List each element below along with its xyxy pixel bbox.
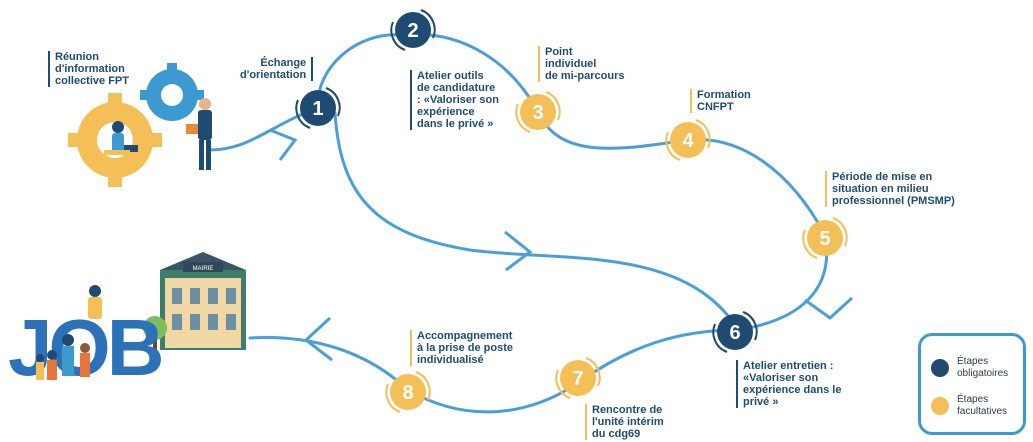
gears-illustration	[68, 63, 212, 187]
step-5-label: Période de mise en situation en milieu p…	[825, 171, 955, 207]
step-7-badge: 7	[555, 357, 601, 399]
step-1-badge: 1	[295, 87, 341, 129]
step-4-number: 4	[682, 130, 694, 152]
legend-obligatoires-swatch	[931, 359, 949, 377]
step-8-badge: 8	[385, 371, 431, 413]
journey-branch-path	[333, 111, 737, 326]
step-1-label: Échange d'orientation	[240, 57, 314, 81]
legend-facultatives-swatch	[931, 397, 949, 415]
step-4-label: Formation CNFPT	[690, 89, 751, 113]
arrow-icon	[504, 230, 533, 272]
job-illustration: MAIRIE JOB	[8, 252, 246, 392]
step-2-label: Atelier outils de candidature : «Valoris…	[410, 70, 499, 130]
arrow-icon	[804, 296, 854, 320]
step-3-number: 3	[532, 102, 543, 124]
arrow-icon	[269, 128, 298, 161]
step-7-number: 7	[572, 368, 583, 390]
step-3-badge: 3	[515, 91, 561, 133]
step-2-number: 2	[407, 20, 418, 42]
step-8-label: Accompagnement à la prise de poste indiv…	[410, 330, 513, 366]
journey-path	[208, 32, 829, 414]
arrow-icon	[303, 316, 333, 362]
step-4-badge: 4	[665, 119, 711, 161]
step-6-badge: 6	[712, 311, 758, 353]
step-6-label: Atelier entretien : «Valoriser son expér…	[736, 360, 841, 408]
step-3-label: Point individuel de mi-parcours	[538, 46, 624, 82]
step-6-number: 6	[729, 322, 740, 344]
step-7-label: Rencontre de l'unité intérim du cdg69	[585, 404, 664, 440]
step-5-number: 5	[819, 228, 830, 250]
step-1-number: 1	[312, 98, 323, 120]
step-5-badge: 5	[802, 217, 848, 259]
step-8-number: 8	[402, 382, 413, 404]
intro-label: Réunion d'information collective FPT	[48, 51, 129, 87]
step-2-badge: 2	[390, 9, 436, 51]
building-sign: MAIRIE	[193, 266, 214, 272]
